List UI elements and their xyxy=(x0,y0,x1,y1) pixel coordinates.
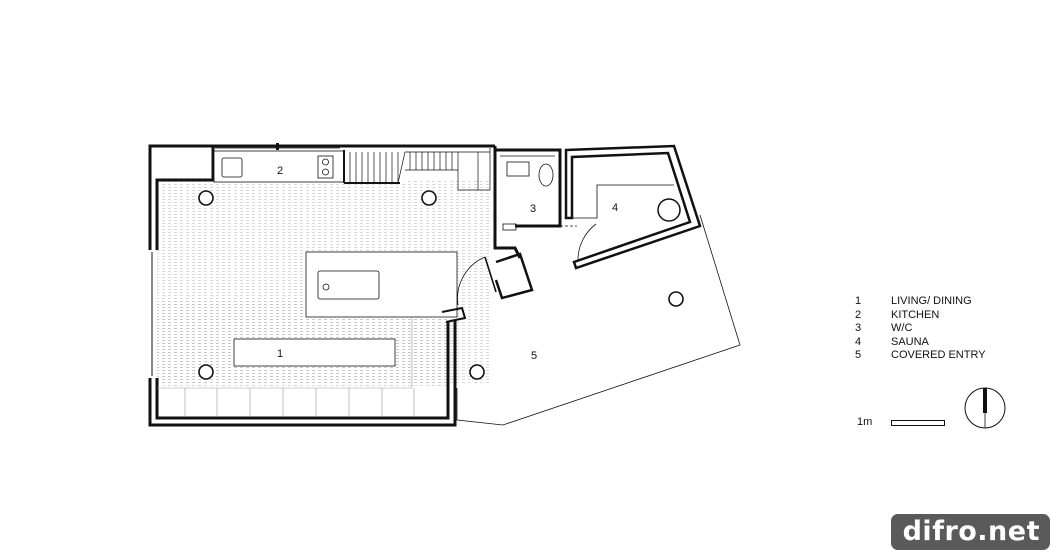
legend-label: KITCHEN xyxy=(891,308,940,321)
covered-entry-outline xyxy=(456,214,741,426)
watermark: difro.net xyxy=(890,514,1050,550)
structural-columns xyxy=(198,190,684,380)
legend-label: COVERED ENTRY xyxy=(891,349,986,361)
dining-table xyxy=(233,338,396,367)
legend-item: 4 SAUNA xyxy=(855,336,986,350)
cooktop-burner xyxy=(322,158,329,166)
legend-label: LIVING/ DINING xyxy=(891,295,972,307)
island-tap xyxy=(322,283,330,291)
north-arrow-icon xyxy=(964,387,1006,429)
floor-platform xyxy=(157,317,415,417)
room-number-sauna: 4 xyxy=(612,202,618,214)
legend-item: 3 W/C xyxy=(855,322,986,336)
cooktop-burner xyxy=(322,168,329,176)
legend-number: 3 xyxy=(855,322,862,334)
scale-bar xyxy=(891,420,945,426)
sauna-room xyxy=(564,144,702,270)
legend-item: 2 KITCHEN xyxy=(855,309,986,323)
room-legend: 1 LIVING/ DINING 2 KITCHEN 3 W/C 4 SAUNA… xyxy=(855,295,986,363)
wc-room xyxy=(495,148,577,231)
kitchen-sink xyxy=(221,157,243,178)
exterior-walls xyxy=(148,144,522,427)
kitchen-island xyxy=(305,251,458,318)
legend-number: 2 xyxy=(855,308,862,321)
legend-item: 5 COVERED ENTRY xyxy=(855,349,986,363)
staircase xyxy=(343,148,491,191)
entry-door xyxy=(441,252,534,323)
room-number-kitchen: 2 xyxy=(277,165,283,177)
room-number-entry: 5 xyxy=(531,350,537,362)
legend-item: 1 LIVING/ DINING xyxy=(855,295,986,309)
window-mullion xyxy=(276,143,279,150)
legend-label: SAUNA xyxy=(891,335,929,348)
legend-number: 5 xyxy=(855,349,862,361)
legend-label: W/C xyxy=(891,322,913,334)
room-number-wc: 3 xyxy=(530,203,536,215)
cooktop xyxy=(317,155,334,179)
room-number-living: 1 xyxy=(277,348,283,360)
island-sink xyxy=(317,270,380,300)
legend-number: 4 xyxy=(855,335,862,348)
legend-number: 1 xyxy=(855,295,862,307)
scale-label: 1m xyxy=(857,416,873,428)
